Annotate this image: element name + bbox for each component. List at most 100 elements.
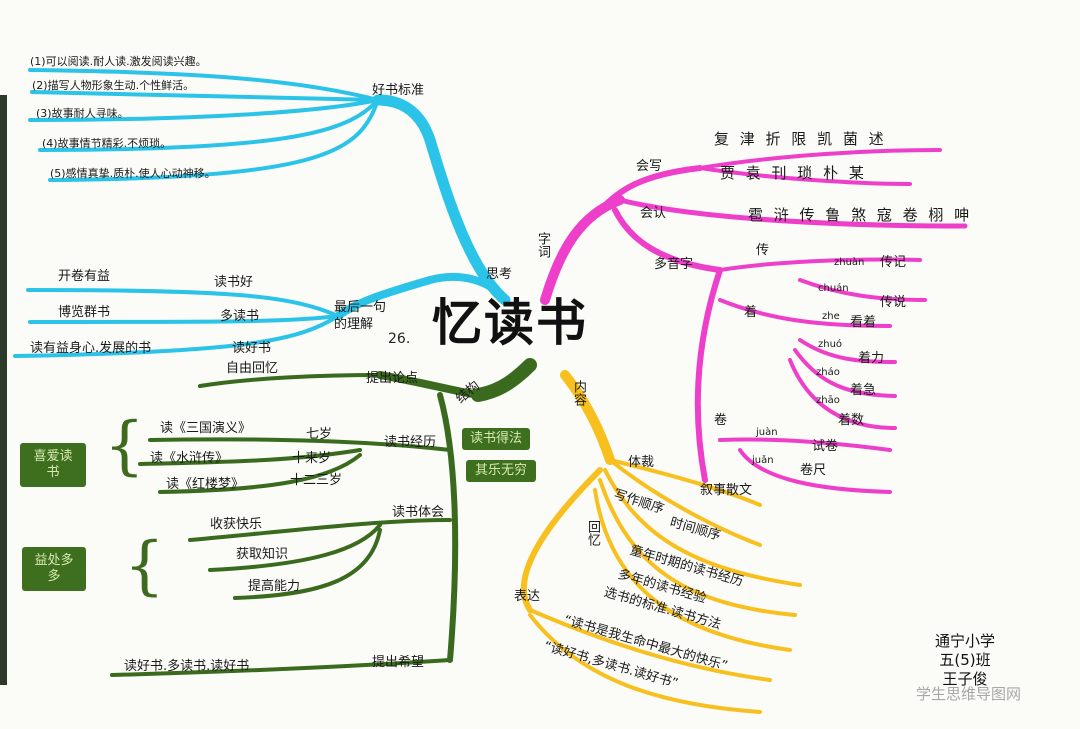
- green-book-title: 读《三国演义》: [160, 421, 252, 436]
- title-number: 26.: [388, 331, 411, 347]
- blue-standard-item: (5)感情真挚.质朴.使人心动神移。: [50, 167, 216, 180]
- green-node: 提出希望: [372, 655, 425, 670]
- pink-recognize-row: 雹 浒 传 鲁 煞 寇 卷 栩 呻: [748, 206, 973, 224]
- pink-poly-word: 卷尺: [800, 463, 827, 478]
- green-book-line-1: [148, 437, 452, 452]
- pink-poly-char: 传: [756, 243, 770, 258]
- pink-zhe-line-4: [788, 358, 897, 430]
- green-box: 读书得法: [462, 428, 530, 450]
- pink-topic-label: 字词: [535, 232, 550, 258]
- yellow-express-line-2: [528, 613, 762, 714]
- green-spine: [437, 392, 459, 663]
- blue-last-sentence-label: 最后一句的理解: [334, 300, 387, 332]
- author-school: 通宁小学: [935, 632, 996, 650]
- yellow-recall-line-1: [603, 468, 802, 587]
- author-name: 王子俊: [942, 669, 988, 688]
- yellow-express-stem: [520, 467, 603, 613]
- pink-pinyin: juàn: [756, 427, 778, 438]
- yellow-recall-line-3: [593, 488, 792, 652]
- green-trunk: [376, 371, 482, 399]
- author-class: 五(5)班: [939, 650, 991, 669]
- green-benefit-line-2: [208, 523, 382, 572]
- blue-standard-label: 好书标准: [372, 83, 425, 98]
- pink-poly-word: 着力: [858, 351, 885, 366]
- green-hope: 读好书.多读书.读好书: [124, 659, 250, 674]
- pink-poly-word: 着数: [838, 413, 865, 428]
- blue-last-right: 读好书: [232, 341, 272, 356]
- green-node: 读书体会: [392, 505, 445, 520]
- paper-edge: [0, 95, 7, 685]
- blue-last-right: 读书好: [214, 275, 254, 290]
- yellow-genre-value: 叙事散文: [700, 483, 753, 498]
- pink-poly-word: 传说: [880, 295, 907, 310]
- blue-last-right: 多读书: [220, 309, 260, 324]
- pink-recognize-label: 会认: [640, 206, 667, 221]
- green-book-line-3: [158, 453, 362, 494]
- pink-polyphone-label: 多音字: [654, 257, 694, 272]
- green-book-line-2: [138, 448, 362, 466]
- pink-zhe-line-2: [798, 338, 897, 364]
- yellow-genre-label: 体裁: [628, 455, 655, 470]
- pink-zhe-line-3: [793, 348, 897, 398]
- green-node: 提出论点: [366, 371, 419, 386]
- green-box: 喜爱读书: [20, 443, 86, 487]
- blue-last-left: 开卷有益: [58, 269, 111, 284]
- blue-last-line-2: [28, 314, 340, 324]
- pink-trunk: [540, 195, 625, 305]
- green-hope-line: [110, 658, 452, 677]
- green-benefit: 提高能力: [248, 579, 301, 594]
- pink-zhe-stem: [694, 267, 723, 483]
- pink-poly-char: 着: [744, 305, 758, 320]
- blue-std-line-2: [30, 90, 380, 102]
- green-recall-time: 自由回忆: [226, 361, 279, 376]
- pink-write-line-2: [698, 166, 912, 186]
- pink-poly-word: 传记: [880, 255, 907, 270]
- blue-trunk-2: [334, 273, 509, 320]
- watermark: 学生思维导图网: [916, 685, 1022, 703]
- blue-std-line-3: [28, 98, 380, 122]
- blue-last-line-3: [13, 314, 340, 358]
- yellow-branches: [520, 370, 802, 714]
- pink-pinyin: zhuó: [818, 339, 843, 350]
- blue-trunk: [372, 94, 511, 306]
- green-brace: {: [124, 529, 165, 603]
- green-box: 其乐无穷: [466, 460, 536, 482]
- pink-pinyin: zhuàn: [834, 257, 865, 268]
- pink-write-line-1: [698, 148, 942, 170]
- green-book-age: 七岁: [306, 427, 333, 442]
- blue-std-line-1: [28, 68, 380, 102]
- yellow-trunk: [560, 370, 615, 465]
- page-title: 忆读书: [432, 293, 588, 352]
- pink-juan-line-2: [738, 448, 892, 494]
- green-book-title: 读《红楼梦》: [166, 477, 245, 492]
- blue-std-line-4: [38, 98, 380, 152]
- blue-branches: [13, 68, 511, 358]
- pink-pinyin: juǎn: [752, 455, 774, 466]
- pink-zhe-line-1: [718, 298, 892, 328]
- yellow-recall-line-2: [598, 478, 797, 617]
- blue-standard-item: (2)描写人物形象生动.个性鲜活。: [32, 79, 195, 92]
- pink-pinyin: chuán: [818, 283, 849, 294]
- green-brace: {: [104, 409, 145, 483]
- pink-poly-stem: [612, 207, 723, 273]
- pink-chuan-stem: [718, 257, 922, 272]
- blue-std-line-5: [48, 98, 380, 182]
- pink-poly-word: 看着: [850, 315, 877, 330]
- yellow-genre-line: [608, 458, 762, 507]
- yellow-express-label: 表达: [514, 589, 541, 604]
- pink-write-label: 会写: [636, 159, 663, 174]
- pink-juan-line-1: [718, 437, 892, 452]
- pink-branches: [540, 148, 968, 494]
- pink-poly-char: 卷: [714, 413, 728, 428]
- pink-pinyin: zhe: [822, 311, 840, 322]
- yellow-recall-label: 回忆: [585, 520, 600, 546]
- pink-poly-word: 着急: [850, 383, 877, 398]
- green-node: 读书经历: [384, 435, 437, 450]
- yellow-express-line-1: [528, 608, 772, 682]
- blue-last-left: 读有益身心.发展的书: [30, 341, 152, 356]
- green-leaf: [471, 358, 537, 402]
- blue-standard-item: (1)可以阅读.耐人读.激发阅读兴趣。: [30, 55, 207, 68]
- yellow-order-line: [608, 458, 762, 547]
- green-book-age: 十来岁: [292, 451, 332, 466]
